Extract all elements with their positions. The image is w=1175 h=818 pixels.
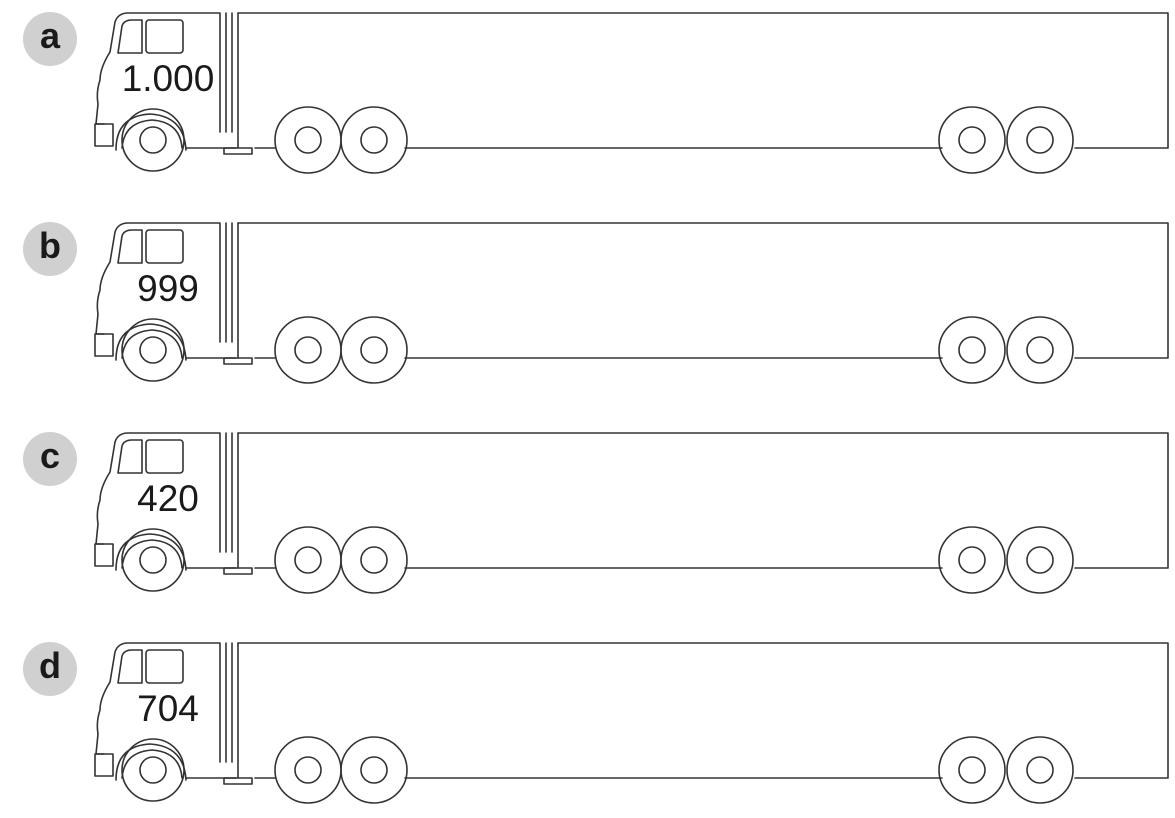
front-fender-inner xyxy=(121,539,183,569)
fifth-wheel xyxy=(223,147,253,155)
truck-label: b xyxy=(39,225,61,266)
front-fender xyxy=(115,323,187,361)
drive-wheel-hub xyxy=(360,546,388,574)
truck-label-badge: c xyxy=(23,432,77,486)
truck-label-badge: b xyxy=(23,222,77,276)
trailer-outline xyxy=(237,12,1169,149)
trailer-wheel-tire xyxy=(938,736,1006,804)
truck-number: 1.000 xyxy=(121,58,215,99)
cab-side-window xyxy=(145,19,184,54)
drive-wheel-tire xyxy=(340,316,408,384)
front-bumper xyxy=(94,543,114,567)
truck-label: d xyxy=(39,645,61,686)
drive-wheel-tire xyxy=(340,106,408,174)
drive-wheel-tire xyxy=(340,526,408,594)
front-bumper xyxy=(94,753,114,777)
front-wheel-tire xyxy=(121,528,185,592)
trailer-outline xyxy=(237,642,1169,779)
front-fender-inner xyxy=(121,749,183,779)
trailer-wheel-hub xyxy=(958,546,986,574)
trailer-wheel-tire xyxy=(1006,106,1074,174)
truck-label-badge: a xyxy=(23,12,77,66)
trailer-wheel-hub xyxy=(1026,546,1054,574)
truck-drawing xyxy=(94,12,1169,174)
cab-window xyxy=(117,439,143,474)
trailer-wheel-tire xyxy=(1006,526,1074,594)
cab-outline xyxy=(95,222,221,343)
trailer-wheel-tire xyxy=(938,106,1006,174)
front-wheel-hub xyxy=(139,756,167,784)
truck-label: c xyxy=(39,435,61,476)
trailer-outline xyxy=(237,222,1169,359)
cab-side-window xyxy=(145,229,184,264)
fifth-wheel xyxy=(223,567,253,575)
drive-wheel-tire xyxy=(340,736,408,804)
truck-label: a xyxy=(39,15,61,56)
trailer-wheel-tire xyxy=(1006,316,1074,384)
cab-window xyxy=(117,19,143,54)
cab-outline xyxy=(95,642,221,763)
truck-drawing xyxy=(94,432,1169,594)
front-bumper xyxy=(94,123,114,147)
drive-wheel-hub xyxy=(360,336,388,364)
trailer-wheel-hub xyxy=(1026,336,1054,364)
drive-wheel-tire xyxy=(274,106,342,174)
front-fender xyxy=(115,113,187,151)
drive-wheel-hub xyxy=(360,756,388,784)
truck-row-b: b 999 xyxy=(0,218,1175,398)
trailer-wheel-hub xyxy=(958,756,986,784)
front-wheel-tire xyxy=(121,108,185,172)
truck-label-badge: d xyxy=(23,642,77,696)
front-wheel-hub xyxy=(139,546,167,574)
cab-window xyxy=(117,649,143,684)
trailer-wheel-hub xyxy=(958,336,986,364)
truck-number: 420 xyxy=(137,478,199,519)
front-fender-inner xyxy=(121,329,183,359)
truck-row-c: c 420 xyxy=(0,428,1175,608)
trailer-wheel-hub xyxy=(1026,126,1054,154)
truck-number: 704 xyxy=(137,688,199,729)
trailer-outline xyxy=(237,432,1169,569)
front-wheel-tire xyxy=(121,738,185,802)
trailer-wheel-hub xyxy=(958,126,986,154)
front-fender xyxy=(115,743,187,781)
drive-wheel-tire xyxy=(274,526,342,594)
drive-wheel-hub xyxy=(294,546,322,574)
cab-side-window xyxy=(145,439,184,474)
drive-wheel-hub xyxy=(360,126,388,154)
fifth-wheel xyxy=(223,777,253,785)
front-wheel-tire xyxy=(121,318,185,382)
truck-row-a: a 1.000 xyxy=(0,8,1175,188)
drive-wheel-hub xyxy=(294,756,322,784)
cab-side-window xyxy=(145,649,184,684)
drive-wheel-tire xyxy=(274,316,342,384)
trailer-wheel-tire xyxy=(938,316,1006,384)
trailer-wheel-hub xyxy=(1026,756,1054,784)
cab-outline xyxy=(95,432,221,553)
trailer-wheel-tire xyxy=(1006,736,1074,804)
trailer-wheel-tire xyxy=(938,526,1006,594)
front-bumper xyxy=(94,333,114,357)
truck-drawing xyxy=(94,222,1169,384)
front-fender xyxy=(115,533,187,571)
front-fender-inner xyxy=(121,119,183,149)
front-wheel-hub xyxy=(139,336,167,364)
drive-wheel-hub xyxy=(294,126,322,154)
drive-wheel-tire xyxy=(274,736,342,804)
truck-row-d: d 704 xyxy=(0,638,1175,818)
drive-wheel-hub xyxy=(294,336,322,364)
cab-window xyxy=(117,229,143,264)
truck-number: 999 xyxy=(137,268,199,309)
front-wheel-hub xyxy=(139,126,167,154)
cab-outline xyxy=(95,12,221,133)
fifth-wheel xyxy=(223,357,253,365)
